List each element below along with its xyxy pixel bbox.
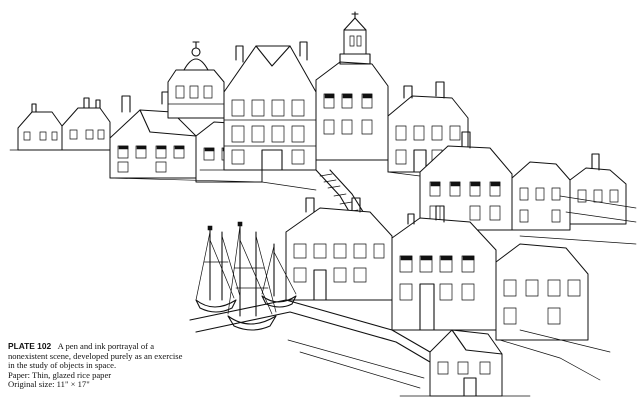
central-grand-building: [224, 42, 388, 170]
domed-building: [168, 42, 224, 118]
sailing-boats: [196, 222, 296, 330]
caption-description: A pen and ink portrayal of a nonexistent…: [8, 341, 183, 371]
bell-tower: [340, 12, 370, 64]
plate-caption: PLATE 102 A pen and ink portrayal of a n…: [8, 341, 186, 390]
right-center-houses: [388, 82, 512, 230]
caption-size: Original size: 11" × 17": [8, 379, 90, 390]
plate-label: PLATE 102: [8, 341, 52, 351]
far-left-houses: [10, 98, 120, 150]
harbor-quay: [190, 300, 610, 388]
caption-description-line: PLATE 102 A pen and ink portrayal of a n…: [8, 341, 186, 371]
far-right-houses: [512, 154, 636, 244]
caption-paper: Paper: Thin, glazed rice paper: [8, 369, 112, 380]
harbor-cottage: [400, 330, 530, 396]
